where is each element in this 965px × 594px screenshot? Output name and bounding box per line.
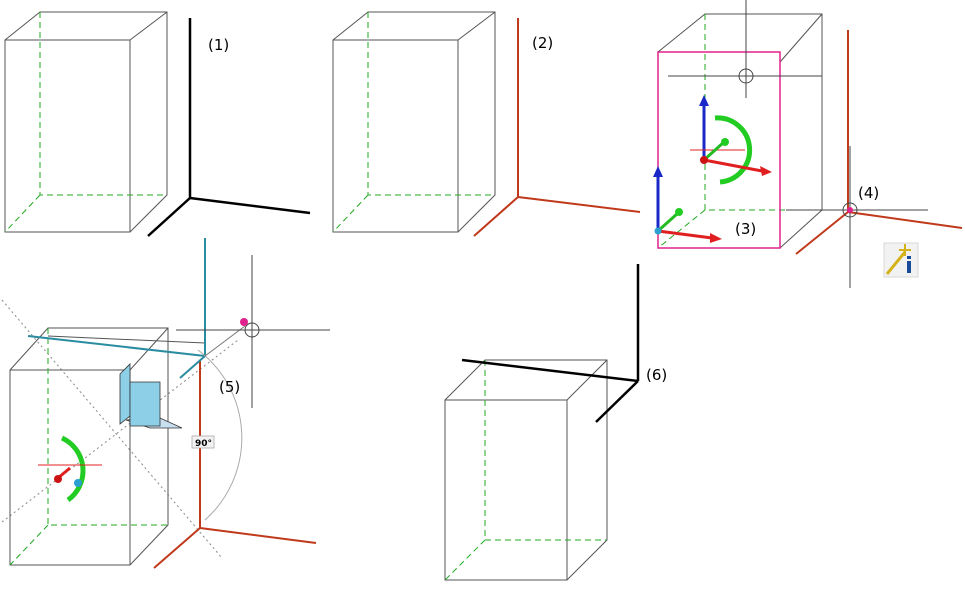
triad-5	[38, 435, 102, 503]
y-axis-lower[interactable]	[656, 211, 680, 233]
step-label-5: (5)	[219, 378, 240, 396]
panel-3: (3) (4)	[653, 0, 963, 288]
z-arrow-lower[interactable]	[653, 166, 663, 177]
box-1-hidden-edges	[4, 12, 167, 233]
crosshair-5	[176, 255, 330, 408]
box-1	[4, 11, 168, 233]
snap-point-5[interactable]	[240, 318, 248, 326]
highlighted-face	[657, 51, 781, 249]
crosshair-origin	[786, 146, 928, 288]
axis-6	[461, 264, 640, 423]
z-arrow-upper[interactable]	[699, 95, 709, 106]
box-5-hidden-edges	[9, 328, 168, 566]
preview-axis	[27, 238, 206, 379]
plane-widget[interactable]	[119, 363, 183, 429]
center-point-5[interactable]	[74, 479, 82, 487]
box-2	[332, 11, 496, 233]
angle-badge: 90°	[191, 435, 215, 449]
x-arrow-lower[interactable]	[710, 233, 722, 243]
box-5	[9, 327, 206, 566]
angle-arc	[197, 349, 243, 521]
angle-label: 90°	[195, 439, 212, 449]
box-6-hidden-edges	[444, 360, 607, 581]
y-handle-upper[interactable]	[721, 138, 729, 146]
box-3-hidden-edges	[657, 14, 822, 249]
x-axis-lower[interactable]	[657, 229, 713, 240]
info-point-icon[interactable]	[883, 242, 919, 278]
triad-lower	[653, 166, 722, 243]
triad-upper	[690, 95, 772, 185]
box-6	[444, 359, 608, 581]
y-handle-lower[interactable]	[675, 208, 683, 216]
x-axis-upper[interactable]	[703, 158, 763, 173]
box-2-hidden-edges	[332, 12, 495, 233]
origin-5[interactable]	[54, 475, 62, 483]
panel-6: (6)	[444, 264, 667, 581]
step-label-1: (1)	[208, 36, 229, 54]
crosshair-top	[668, 0, 822, 98]
step-label-3: (3)	[735, 220, 756, 238]
step-label-2: (2)	[532, 34, 553, 52]
x-arrow-upper[interactable]	[760, 166, 772, 176]
origin-lower[interactable]	[654, 227, 662, 235]
panel-1: (1)	[4, 11, 311, 237]
origin-upper[interactable]	[700, 156, 708, 164]
panel-5: 90° (5)	[1, 238, 330, 569]
panel-2: (2)	[332, 11, 641, 237]
guide-lines	[1, 299, 239, 559]
step-label-4: (4)	[858, 184, 879, 202]
rotate-arc-upper[interactable]	[714, 115, 753, 185]
y-axis-upper[interactable]	[702, 140, 726, 162]
step-label-6: (6)	[646, 366, 667, 384]
origin-snap-point[interactable]	[847, 207, 853, 213]
axis-2	[473, 18, 641, 237]
axis-1	[147, 18, 311, 237]
rotate-arc-5[interactable]	[60, 435, 86, 503]
axis-3	[795, 30, 963, 255]
